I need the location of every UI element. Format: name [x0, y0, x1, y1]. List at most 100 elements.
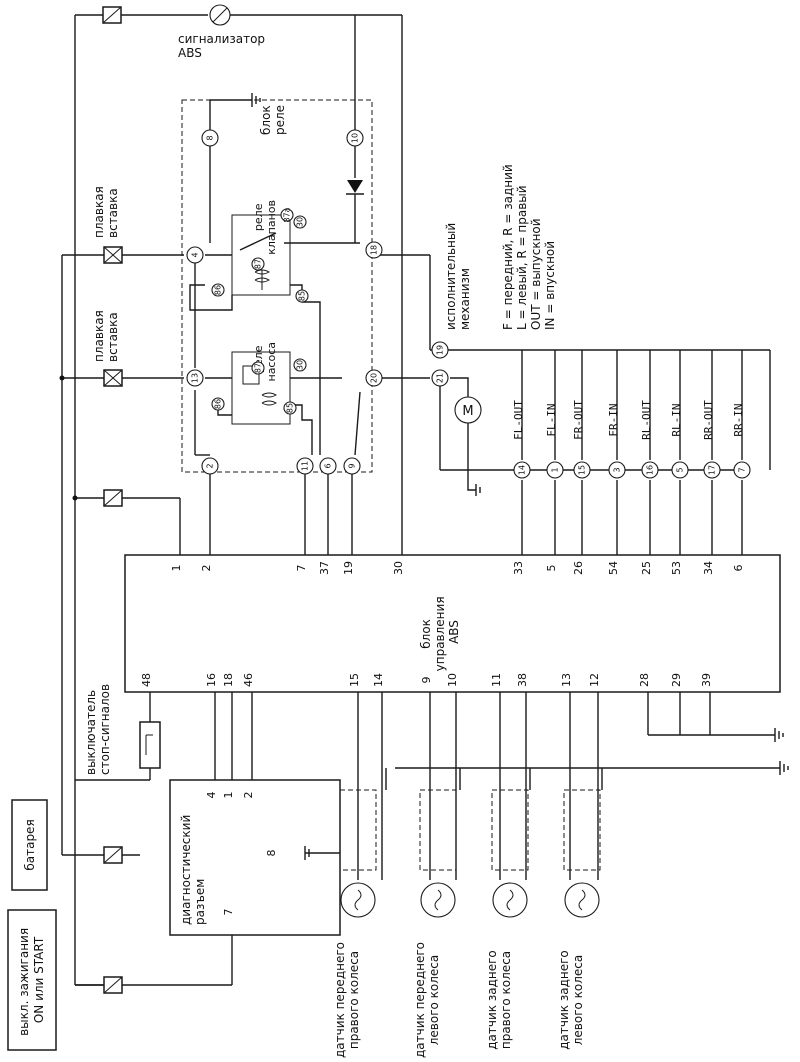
pump-relay — [231, 351, 291, 425]
ecu-pin-18: 18 — [222, 673, 235, 687]
valve-label-rl-in: RL-IN — [670, 403, 683, 436]
valve-node-5 — [671, 461, 689, 479]
terminal-label: 1 — [551, 467, 560, 472]
valve-label-rl-out: RL-OUT — [640, 400, 653, 440]
legend-line-2: L = левый, R = правый — [515, 185, 529, 330]
terminal-label: 30 — [296, 360, 305, 370]
terminal-label: 18 — [370, 245, 379, 255]
relay-block-node-10 — [346, 129, 364, 147]
sensor-rear-right: датчик заднегоправого колеса — [485, 692, 531, 1050]
relay-terminal-85 — [295, 289, 309, 303]
ecu-pin-10: 10 — [446, 673, 459, 687]
terminal-label: 8 — [206, 135, 215, 140]
sensor-front-right: датчик переднегоправого колеса — [333, 692, 387, 1058]
valve-label-fl-out: FL-OUT — [512, 400, 525, 440]
brake-switch-label: выключатель стоп-сигналов — [84, 684, 112, 775]
relay-terminal-86 — [211, 283, 225, 297]
fuse-1-label: плавкая вставка — [92, 182, 120, 238]
ecu-pin-29: 29 — [670, 673, 683, 687]
ecu-pin-7: 7 — [295, 565, 308, 572]
ecu-pin-16: 16 — [205, 673, 218, 687]
ignition-switch-box — [7, 909, 57, 1051]
terminal-label: 4 — [191, 252, 200, 257]
ecu-label-line2: управления — [433, 596, 447, 671]
diag-pin-8: 8 — [265, 850, 278, 857]
valve-relay-label: реле клапанов — [252, 200, 278, 255]
ecu-pin-25: 25 — [640, 561, 653, 575]
legend-line-4: IN = впускной — [543, 241, 557, 330]
ecu-pin-14: 14 — [372, 673, 385, 687]
valve-node-1 — [546, 461, 564, 479]
diag-pin-7: 7 — [222, 909, 235, 916]
ecu-pin-54: 54 — [607, 561, 620, 575]
legend-line-3: OUT = выпускной — [529, 218, 543, 330]
relay-block-label: блок реле — [259, 102, 287, 136]
terminal-label: 21 — [436, 373, 445, 383]
terminal-label: 17 — [708, 465, 717, 475]
ecu-label-line1: блок — [419, 619, 433, 649]
relay-block-node-21 — [431, 369, 449, 387]
valve-node-14 — [513, 461, 531, 479]
ecu-pin-5: 5 — [545, 565, 558, 572]
relay-terminal-85 — [283, 401, 297, 415]
diag-pin-4: 4 — [205, 792, 218, 799]
terminal-label: 5 — [676, 467, 685, 472]
relay-block-node-19 — [431, 341, 449, 359]
terminal-label: 11 — [301, 461, 310, 471]
relay-block-node-20 — [365, 369, 383, 387]
terminal-label: 87a — [283, 207, 292, 222]
motor-label: M — [462, 404, 473, 419]
valve-node-3 — [608, 461, 626, 479]
diagnostic-connector-box — [169, 779, 341, 936]
ecu-pin-30: 30 — [392, 561, 405, 575]
terminal-label: 87 — [254, 363, 263, 373]
relay-block-node-6 — [319, 457, 337, 475]
terminal-label: 19 — [436, 345, 445, 355]
valve-label-rr-in: RR-IN — [732, 403, 745, 436]
pump-relay-label: реле насоса — [252, 342, 278, 382]
ecu-pin-38: 38 — [516, 673, 529, 687]
relay-block-node-4 — [186, 246, 204, 264]
ecu-pin-53: 53 — [670, 561, 683, 575]
ecu-pin-33: 33 — [512, 561, 525, 575]
terminal-label: 13 — [191, 373, 200, 383]
relay-terminal-86 — [211, 397, 225, 411]
diag-pin-1: 1 — [222, 792, 235, 799]
terminal-label: 7 — [738, 467, 747, 472]
abs-ecu-box — [124, 554, 781, 693]
terminal-label: 2 — [206, 463, 215, 468]
ecu-pin-46: 46 — [242, 673, 255, 687]
abs-lamp-label: сигнализатор ABS — [178, 32, 269, 60]
ecu-label-line3: ABS — [447, 620, 461, 644]
terminal-label: 20 — [370, 373, 379, 383]
relay-terminal-87 — [251, 361, 265, 375]
sensor-rear-left-label: датчик заднеголевого колеса — [557, 950, 585, 1050]
terminal-label: 10 — [351, 133, 360, 143]
terminal-label: 15 — [578, 465, 587, 475]
diag-pin-2: 2 — [242, 792, 255, 799]
terminal-label: 85 — [298, 291, 307, 301]
terminal-label: 3 — [613, 467, 622, 472]
ecu-pin-39: 39 — [700, 673, 713, 687]
ecu-pin-13: 13 — [560, 673, 573, 687]
valve-node-17 — [703, 461, 721, 479]
legend-line-1: F = передний, R = задний — [501, 164, 515, 330]
brake-light-switch-icon — [139, 721, 161, 769]
fuse-2-label: плавкая вставка — [92, 306, 120, 362]
terminal-label: 30 — [296, 217, 305, 227]
sensor-rear-right-label: датчик заднегоправого колеса — [485, 950, 513, 1050]
legend: F = передний, R = задний L = левый, R = … — [501, 160, 557, 330]
ecu-pin-11: 11 — [490, 673, 503, 687]
relay-block-node-8 — [201, 129, 219, 147]
ecu-pin-2: 2 — [200, 565, 213, 572]
valve-node-16 — [641, 461, 659, 479]
terminal-label: 86 — [214, 399, 223, 409]
relay-block-node-11 — [296, 457, 314, 475]
ecu-pin-26: 26 — [572, 561, 585, 575]
relay-block-node-9 — [343, 457, 361, 475]
terminal-label: 86 — [214, 285, 223, 295]
relay-block-node-13 — [186, 369, 204, 387]
ecu-pin-15: 15 — [348, 673, 361, 687]
